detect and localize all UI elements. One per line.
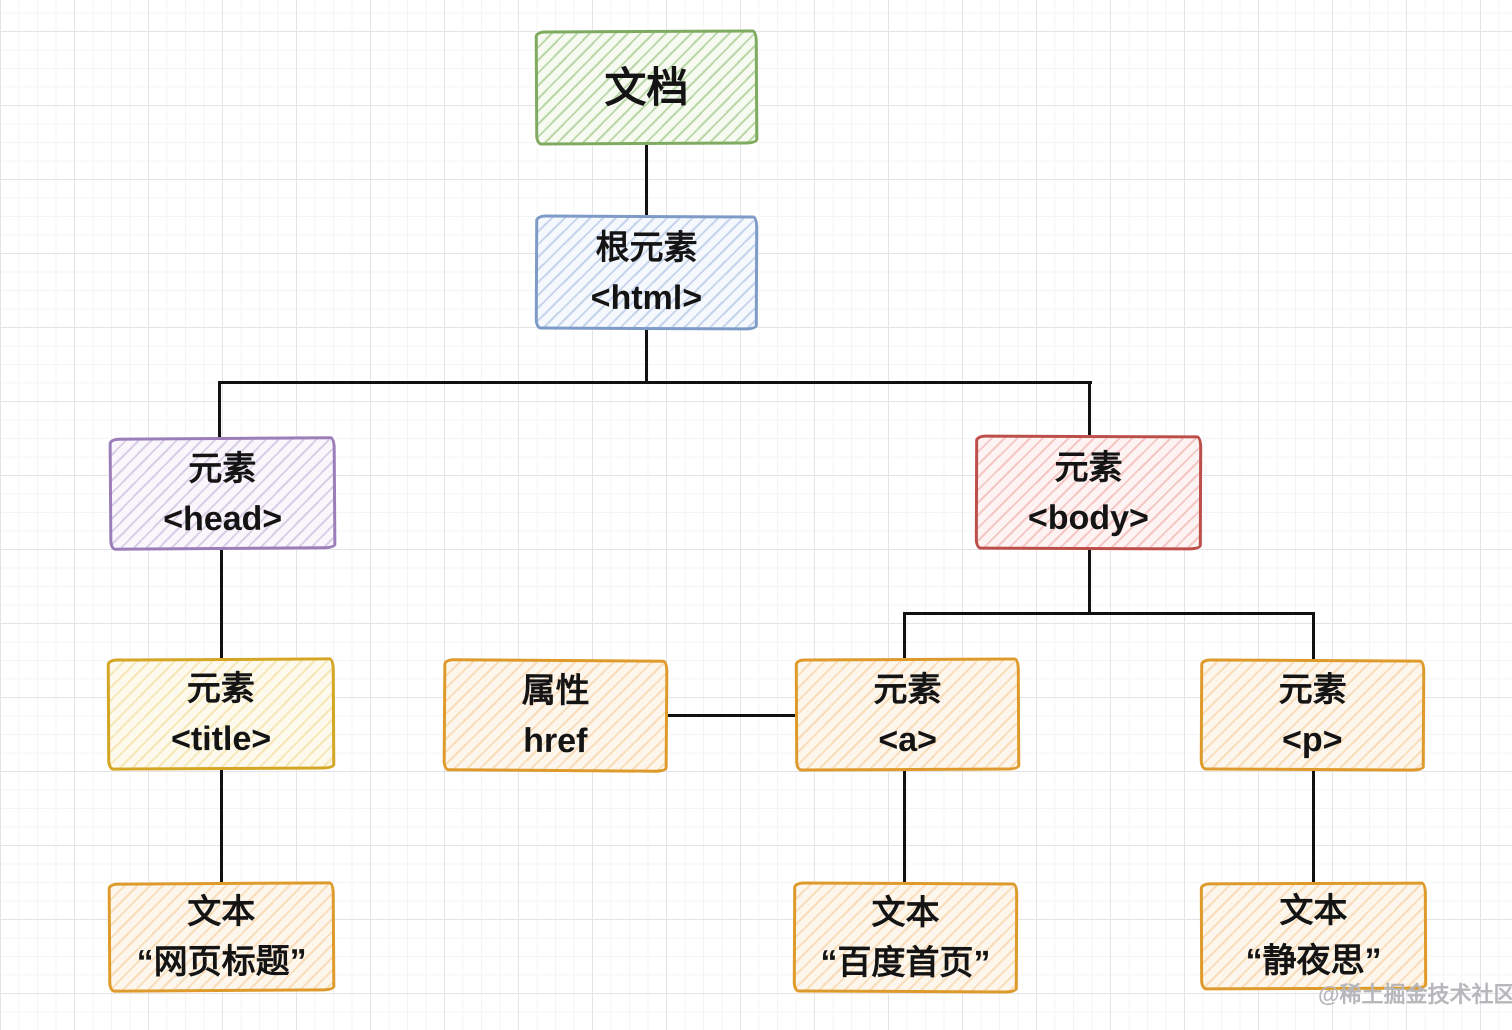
edge-head-title — [220, 550, 223, 658]
node-value: href — [523, 721, 588, 760]
edge-p-text — [1312, 771, 1315, 882]
node-tag: <a> — [878, 720, 938, 759]
node-text-baidu-home: 文本 “百度首页” — [792, 881, 1019, 994]
node-label: 元素 — [1054, 448, 1123, 487]
node-label: 文本 — [871, 893, 940, 932]
node-label: 元素 — [188, 449, 257, 488]
node-document: 文档 — [534, 29, 759, 146]
edge-html-children-bus — [218, 381, 1092, 384]
edge-a-text — [903, 771, 906, 882]
node-element-a: 元素 <a> — [794, 657, 1021, 772]
node-tag: <body> — [1027, 498, 1149, 537]
node-value: “静夜思” — [1245, 941, 1382, 981]
node-label: 元素 — [186, 669, 255, 709]
node-element-head: 元素 <head> — [108, 436, 337, 551]
edge-title-text — [220, 770, 223, 882]
watermark: @稀土掘金技术社区 — [1318, 982, 1512, 1007]
edge-html-head — [218, 383, 221, 437]
edge-body-children-bus — [903, 612, 1315, 615]
node-text-page-title: 文本 “网页标题” — [107, 881, 336, 993]
node-label: 元素 — [873, 670, 942, 709]
node-text-quiet-night: 文本 “静夜思” — [1199, 881, 1428, 991]
node-label: 文档 — [604, 63, 689, 111]
edge-body-p — [1312, 614, 1315, 659]
node-label: 属性 — [521, 671, 590, 710]
node-tag: <title> — [170, 719, 272, 759]
node-label: 文本 — [1279, 891, 1348, 931]
node-label: 文本 — [187, 892, 256, 932]
node-element-p: 元素 <p> — [1199, 658, 1426, 772]
edge-body-trunk — [1088, 550, 1091, 614]
edge-html-trunk — [645, 330, 648, 384]
edge-html-body — [1088, 383, 1091, 435]
node-label: 根元素 — [595, 228, 698, 267]
node-element-title: 元素 <title> — [106, 657, 336, 771]
node-element-body: 元素 <body> — [974, 434, 1203, 551]
node-tag: <p> — [1282, 720, 1343, 760]
node-value: “网页标题” — [136, 942, 307, 982]
node-tag: <head> — [162, 499, 283, 538]
node-value: “百度首页” — [820, 943, 991, 982]
node-root-element-html: 根元素 <html> — [534, 214, 759, 331]
node-attribute-href: 属性 href — [442, 658, 669, 773]
node-tag: <html> — [590, 278, 703, 317]
node-label: 元素 — [1278, 670, 1347, 710]
edge-document-html — [645, 145, 648, 215]
edge-href-a — [668, 714, 795, 717]
edge-body-a — [903, 614, 906, 658]
